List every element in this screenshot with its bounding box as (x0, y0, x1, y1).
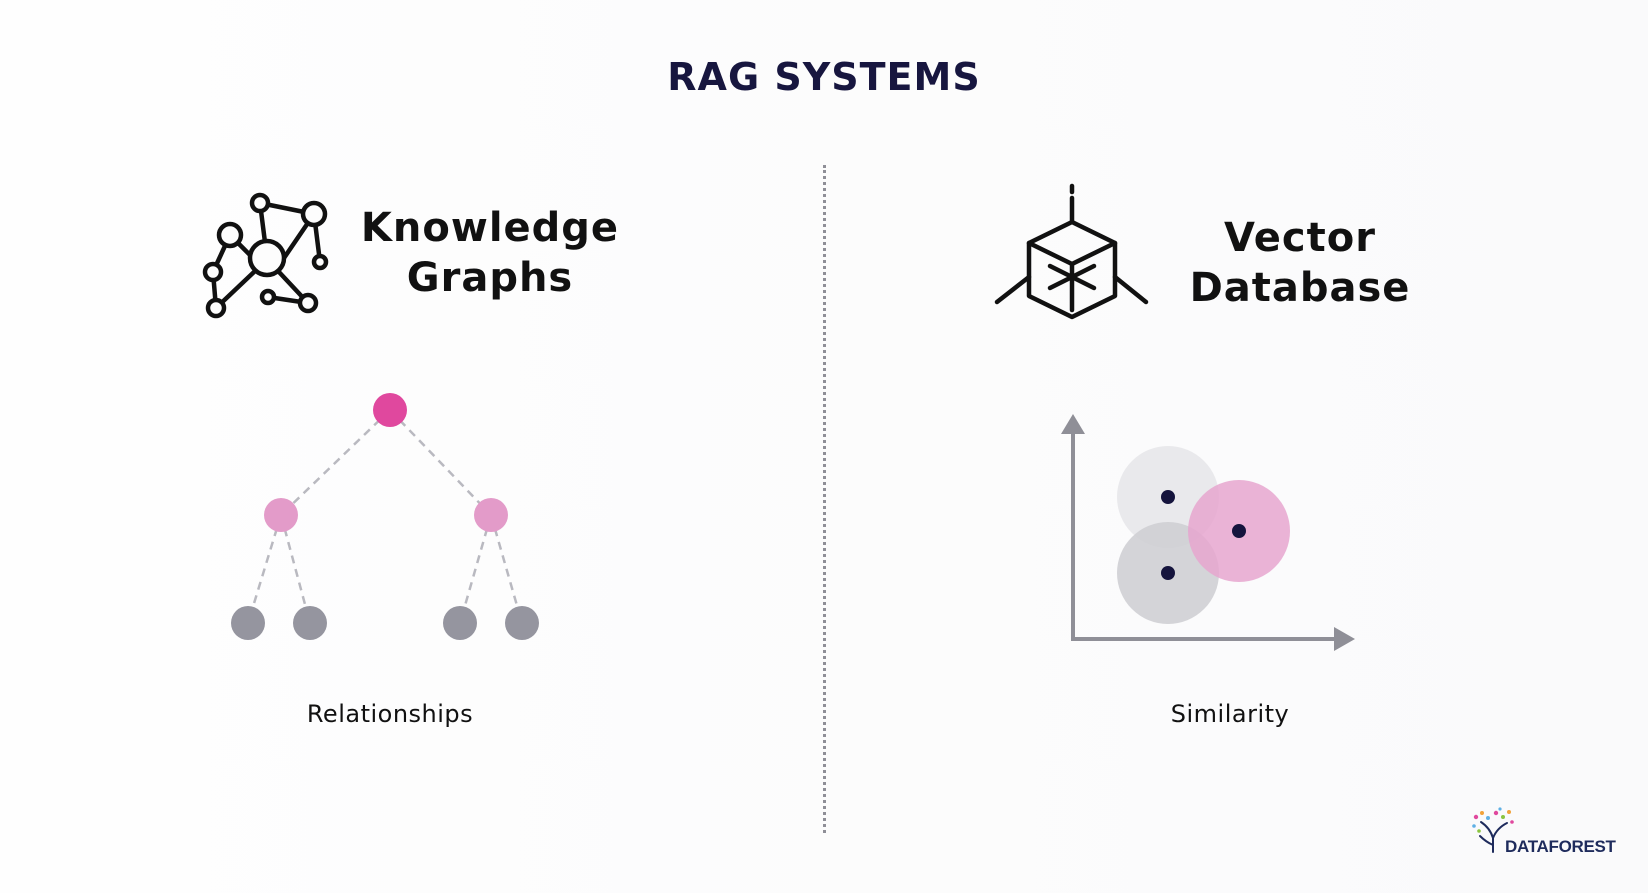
tree-child-node (474, 498, 508, 532)
tree-edge (389, 409, 492, 516)
knowledge-graphs-heading-line1: Knowledge (360, 205, 620, 251)
page-title: RAG SYSTEMS (667, 55, 981, 99)
vector-point (1161, 566, 1175, 580)
tree-child-node (264, 498, 298, 532)
plot-axes (1061, 414, 1355, 651)
knowledge-graphs-heading: Knowledge Graphs (360, 203, 620, 303)
vector-database-heading-line2: Database (1189, 265, 1411, 311)
tree-edge (458, 514, 493, 624)
logo-wordmark: DATAFOREST (1505, 837, 1616, 856)
tree-edge (489, 514, 524, 624)
relationships-caption: Relationships (306, 700, 474, 728)
y-axis-arrow (1061, 414, 1085, 434)
tree-leaf-node (443, 606, 477, 640)
tree-leaf-node (231, 606, 265, 640)
x-axis-arrow (1334, 627, 1355, 651)
vector-point (1161, 490, 1175, 504)
vector-database-heading: Vector Database (1180, 213, 1420, 313)
vector-point (1232, 524, 1246, 538)
panel-divider (823, 165, 826, 833)
tree-root-node (373, 393, 407, 427)
tree-leaf-node (505, 606, 539, 640)
similarity-caption: Similarity (1170, 700, 1290, 728)
tree-edge (280, 409, 391, 516)
tree-edge (246, 514, 283, 624)
tree-leaf-node (293, 606, 327, 640)
tree-edge (279, 514, 312, 624)
vector-database-heading-line1: Vector (1224, 215, 1376, 261)
knowledge-graphs-heading-line2: Graphs (406, 255, 574, 301)
